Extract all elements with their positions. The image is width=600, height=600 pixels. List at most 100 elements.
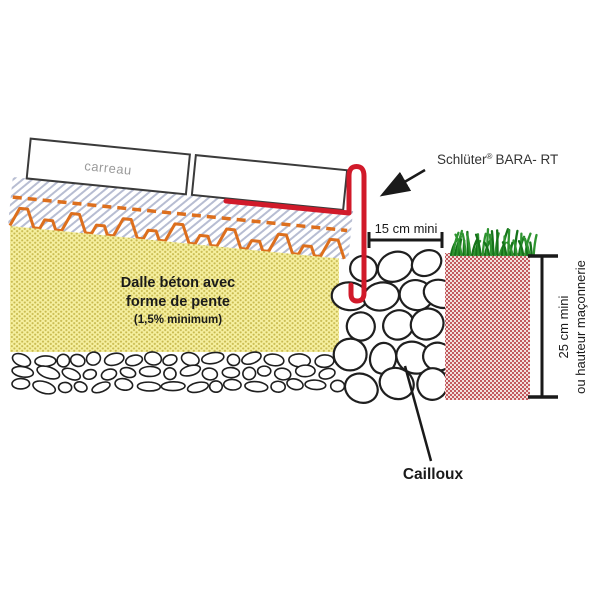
gravel-pebble <box>345 311 376 342</box>
gravel-pebble <box>376 250 414 283</box>
gravel-leader-line <box>403 365 433 462</box>
slab-label-line1: Dalle béton avec <box>121 275 235 291</box>
gravel-pebble <box>362 281 401 312</box>
rubble-stone <box>241 351 262 366</box>
sloped-assembly: carreau <box>7 137 354 260</box>
mortar-hatch-layer <box>7 177 354 260</box>
grass-blade <box>461 232 467 257</box>
gravel-pebble <box>409 307 445 341</box>
rubble-stone <box>294 364 316 378</box>
rubble-stone <box>57 381 73 394</box>
grass-blade <box>465 233 472 257</box>
rubble-stone <box>143 351 163 366</box>
grass-blade <box>474 233 482 257</box>
grass-blade <box>513 229 519 257</box>
grass-blade <box>454 233 463 257</box>
concrete-slab-group: Dalle béton avec forme de pente (1,5% mi… <box>10 226 339 352</box>
grass-blade <box>532 233 538 257</box>
rubble-base-layer <box>11 351 358 395</box>
rubble-stone <box>208 380 224 394</box>
concrete-slab <box>10 226 339 352</box>
rubble-stone <box>124 354 144 367</box>
schluter-arrow <box>379 168 426 197</box>
rubble-stone <box>119 366 137 379</box>
rubble-stone <box>69 353 86 368</box>
rubble-stone <box>242 366 257 381</box>
dim-15cm-group: 15 cm mini <box>367 221 444 248</box>
rubble-stone <box>180 351 200 367</box>
gravel-label: Cailloux <box>403 466 464 483</box>
rubble-stone <box>226 353 241 367</box>
schluter-label: Schlüter®BARA- RT <box>437 152 558 167</box>
grass-blade <box>517 240 525 257</box>
tile-1 <box>25 137 191 196</box>
drainage-membrane-zigzag <box>8 206 346 260</box>
rubble-stone <box>186 381 210 394</box>
rubble-stone <box>286 377 304 391</box>
rubble-stone <box>221 366 241 379</box>
rubble-stone <box>244 380 269 393</box>
masonry-wall <box>445 253 530 400</box>
grass-blade <box>506 241 514 257</box>
rubble-stone <box>136 381 162 392</box>
rubble-stone <box>304 379 327 391</box>
gravel-pebble <box>332 337 368 372</box>
bonding-dashed-line <box>12 195 348 233</box>
rubble-stone <box>162 354 178 367</box>
grass-blade <box>483 241 491 257</box>
rubble-stone <box>256 365 272 377</box>
rubble-stone <box>61 367 82 381</box>
grass-blade <box>512 239 518 257</box>
slab-label-line2: forme de pente <box>126 294 230 310</box>
rubble-stone <box>263 353 285 367</box>
grass-blade <box>488 233 493 257</box>
rubble-stone <box>11 352 32 368</box>
tile-label: carreau <box>84 158 133 178</box>
rubble-stone <box>163 367 177 381</box>
schluter-callout: Schlüter®BARA- RT <box>379 152 558 197</box>
rubble-stone <box>160 380 186 392</box>
grass-blade <box>451 231 460 257</box>
rubble-stone <box>273 367 292 381</box>
grass-blade <box>485 228 490 257</box>
rubble-stone <box>82 368 98 381</box>
rubble-stone <box>32 380 57 395</box>
gravel-pile <box>330 249 460 404</box>
rubble-stone <box>114 377 134 391</box>
rubble-stone <box>100 368 118 381</box>
grass-blade <box>501 241 508 257</box>
dim-25cm-label-line1: 25 cm mini <box>556 295 571 358</box>
rubble-stone <box>85 351 102 366</box>
grass-blade <box>529 241 533 257</box>
rubble-stone <box>56 353 71 368</box>
rubble-stone <box>314 354 335 369</box>
rubble-stone <box>179 364 202 377</box>
rubble-stone <box>91 381 111 394</box>
rubble-stone <box>34 355 57 368</box>
dim-25cm-group: 25 cm mini ou hauteur maçonnerie <box>528 254 588 399</box>
rubble-stone <box>11 365 35 378</box>
gravel-callout: Cailloux <box>403 365 464 483</box>
gravel-pebble <box>410 249 443 278</box>
dim-25cm-label-line2: ou hauteur maçonnerie <box>573 260 588 394</box>
rubble-stone <box>200 351 225 365</box>
grass <box>449 228 538 257</box>
rubble-stone <box>138 365 162 378</box>
gravel-pebble <box>368 341 398 375</box>
rubble-stone <box>73 381 88 393</box>
grass-blade <box>507 228 511 257</box>
rubble-stone <box>103 352 125 367</box>
slab-label-line3: (1,5% minimum) <box>134 314 222 326</box>
rubble-stone <box>318 367 336 380</box>
gravel-pebble <box>343 372 379 404</box>
tile-2 <box>190 154 349 212</box>
grass-blade <box>522 236 531 257</box>
rubble-stone <box>11 377 31 390</box>
dim-15cm-label: 15 cm mini <box>375 221 438 236</box>
rubble-stone <box>270 380 286 393</box>
rubble-stone <box>36 365 61 380</box>
bara-rt-profile-line <box>223 164 367 304</box>
rubble-stone <box>201 367 219 381</box>
